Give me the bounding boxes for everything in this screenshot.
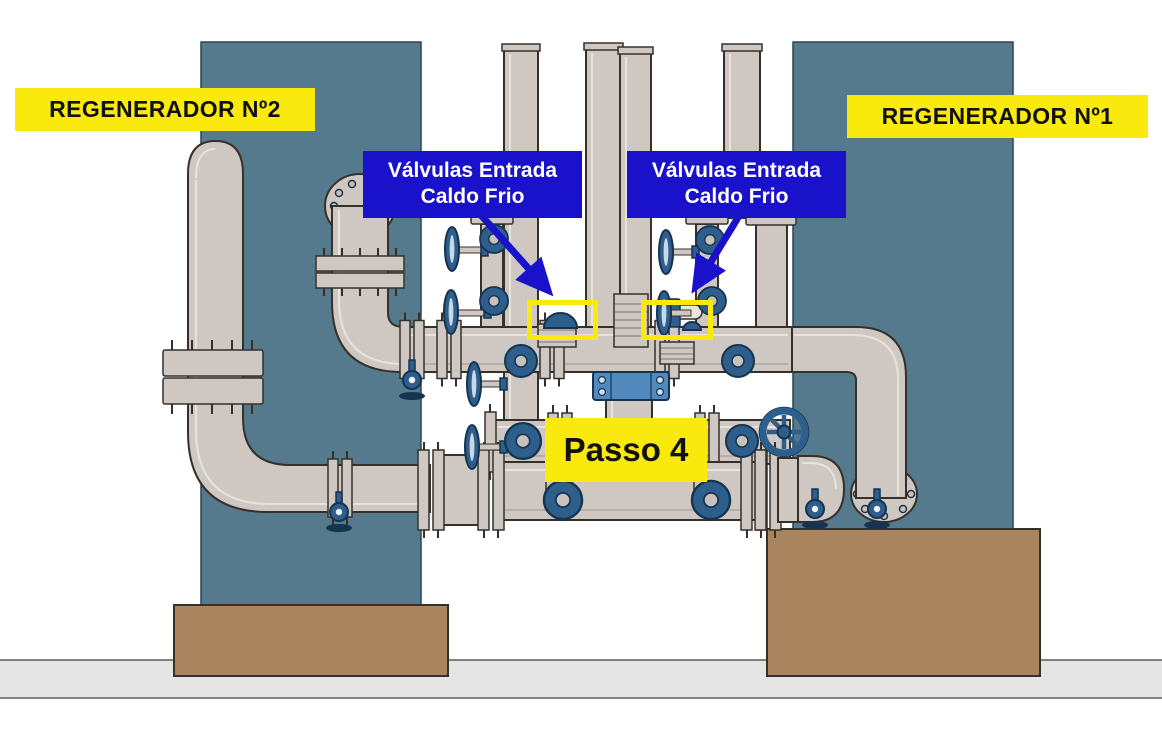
flange-bolts	[171, 340, 253, 414]
main-handwheel-icon	[758, 406, 810, 458]
callout-arrows	[477, 209, 745, 297]
right-elbow-pipe	[789, 326, 907, 499]
handwheel-valve	[443, 226, 700, 470]
callout-right: Válvulas Entrada Caldo Frio	[627, 151, 846, 218]
callout-right-line1: Válvulas Entrada	[651, 159, 822, 182]
callout-left-line1: Válvulas Entrada	[387, 159, 558, 182]
highlight-box-right	[641, 300, 713, 340]
dome-pipe	[162, 139, 431, 513]
callout-right-line2: Caldo Frio	[684, 185, 789, 208]
highlight-box-left	[527, 300, 598, 340]
blue-coupling-block	[592, 371, 670, 401]
callout-left-line2: Caldo Frio	[420, 185, 525, 208]
arrow-right	[691, 209, 745, 294]
step-badge: Passo 4	[545, 418, 707, 482]
base-right	[766, 528, 1041, 677]
regenerator-2-label: REGENERADOR Nº2	[15, 88, 315, 131]
base-left	[173, 604, 449, 677]
callout-left: Válvulas Entrada Caldo Frio	[363, 151, 582, 218]
valves	[325, 224, 891, 533]
regenerator-1-label: REGENERADOR Nº1	[847, 95, 1148, 138]
arrow-left	[477, 211, 554, 297]
